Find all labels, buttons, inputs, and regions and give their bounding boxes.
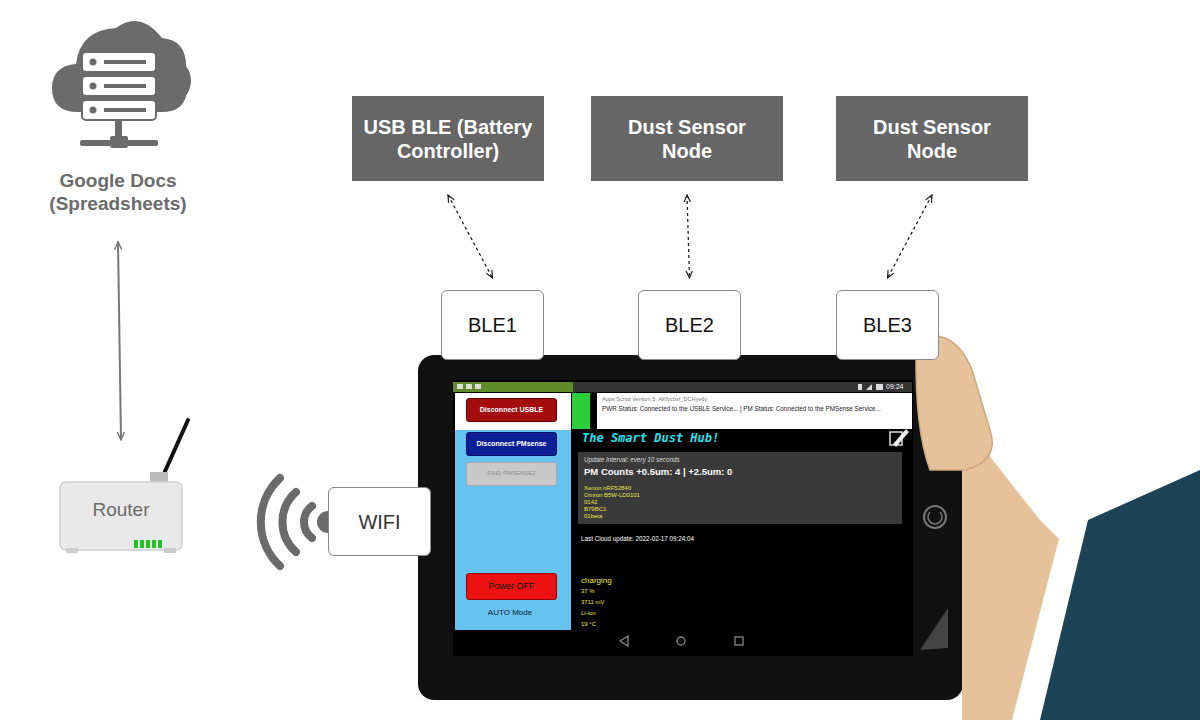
node-text: BLE1 (468, 313, 517, 337)
screen-label: 3711 mV (581, 599, 605, 606)
wifi-tag: WIFI (328, 487, 431, 556)
node-text: 0142 (584, 499, 597, 506)
sensor-panel: Update Interval: every 10 seconds PM Coun… (578, 452, 902, 524)
connector (118, 242, 121, 440)
screen-label: The Smart Dust Hub! (582, 432, 719, 446)
node-text: PWR Status: Connected to the USBLE Servi… (602, 405, 881, 413)
device-box: Dust Sensor Node (591, 96, 783, 181)
node-text: Apps Script Version 5: AKfycbxf_DCHye6y (602, 396, 707, 403)
screen-label: charging (581, 576, 612, 585)
status-panel: Apps Script Version 5: AKfycbxf_DCHye6yP… (597, 393, 912, 429)
node-text: BLE2 (665, 313, 714, 337)
node-text: FIND PMSENSE2 (487, 470, 535, 477)
node-text: Update Interval: every 10 seconds (584, 456, 680, 464)
node-text: WIFI (358, 510, 400, 534)
node-text: Dust Sensor Node (862, 115, 1002, 163)
app-button: FIND PMSENSE2 (466, 462, 557, 486)
connector (448, 195, 493, 278)
node-text: B79BC1 (584, 506, 606, 513)
device-box: USB BLE (Battery Controller) (352, 96, 544, 181)
screen-label: 37 % (581, 588, 595, 595)
router (60, 420, 188, 553)
connector (888, 195, 933, 278)
ble-box: BLE3 (836, 290, 939, 360)
app-button: Disconnect PMsense (466, 432, 557, 456)
hand (916, 336, 1200, 720)
node-text: 01beta (584, 513, 602, 520)
screen-label: Li-ion (581, 610, 596, 617)
app-button: Power OFF (466, 573, 557, 600)
ble-box: BLE2 (638, 290, 741, 360)
tablet (418, 355, 963, 700)
screen-label: 09:24 (886, 383, 904, 391)
node-text: Xenon nRF52840 (584, 485, 631, 492)
node-text: Dust Sensor Node (617, 115, 757, 163)
node-text: Router (92, 499, 149, 522)
screen-label: AUTO Mode (463, 608, 557, 617)
node-text: Google Docs (Spreadsheets) (33, 170, 203, 216)
ble-box: BLE1 (441, 290, 544, 360)
node-text: Omron B5W-LD0101 (584, 492, 640, 499)
node-text: USB BLE (Battery Controller) (358, 115, 538, 163)
wifi-symbol (261, 478, 312, 566)
screen-label: 19 °C (581, 621, 596, 628)
cloud-caption: Google Docs (Spreadsheets) (25, 166, 211, 220)
node-text: PM Counts +0.5um: 4 | +2.5um: 0 (584, 466, 732, 477)
router-box: Router (60, 482, 182, 538)
app-button: Disconnect USBLE (466, 398, 557, 422)
connector (687, 195, 690, 278)
screen-label: Last Cloud update: 2022-02-17 09:24:04 (581, 535, 694, 542)
node-text: Disconnect PMsense (476, 440, 546, 448)
node-text: Disconnect USBLE (480, 406, 543, 414)
node-text: BLE3 (863, 313, 912, 337)
device-box: Dust Sensor Node (836, 96, 1028, 181)
node-text: Power OFF (488, 581, 534, 592)
